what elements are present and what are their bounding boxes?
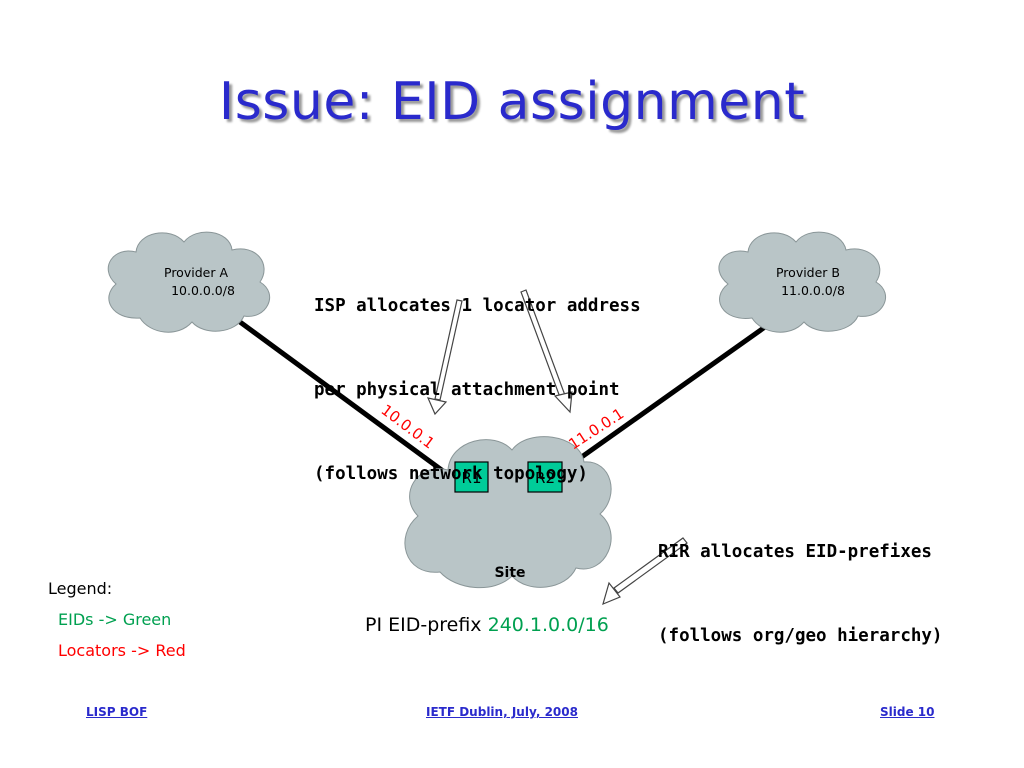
router-r2-label: R2	[535, 469, 555, 487]
legend-eids: EIDs -> Green	[58, 610, 172, 629]
router-r2: R2	[527, 461, 563, 493]
provider-b-cloud: Provider B 11.0.0.0/8	[718, 231, 887, 333]
pi-eid-prefix: PI EID-prefix 240.1.0.0/16	[365, 614, 609, 636]
pi-eid-prefix-label: PI EID-prefix	[365, 614, 482, 636]
router-r1-label: R1	[462, 469, 482, 487]
legend: Legend: EIDs -> Green Locators -> Red	[48, 573, 186, 666]
isp-annotation-line-1: ISP allocates 1 locator address	[314, 296, 641, 316]
rir-arrow	[602, 537, 688, 606]
pi-eid-prefix-value: 240.1.0.0/16	[487, 614, 609, 636]
footer-center: IETF Dublin, July, 2008	[426, 705, 578, 719]
footer-right: Slide 10	[880, 705, 935, 719]
provider-a-prefix: 10.0.0.0/8	[171, 283, 235, 298]
rir-annotation-line-1: RIR allocates EID-prefixes	[658, 542, 932, 562]
isp-arrow-right	[520, 289, 573, 414]
provider-a-name: Provider A	[164, 265, 228, 280]
isp-arrow-left	[426, 299, 463, 416]
isp-annotation: ISP allocates 1 locator address per phys…	[314, 236, 641, 516]
slide-title: Issue: EID assignment	[218, 72, 806, 132]
legend-title: Legend:	[48, 579, 113, 598]
legend-locators: Locators -> Red	[58, 641, 186, 660]
rir-annotation-line-2: (follows org/geo hierarchy)	[658, 626, 943, 646]
isp-annotation-line-2: per physical attachment point	[314, 380, 620, 400]
site-label: Site	[494, 565, 525, 581]
footer-left: LISP BOF	[86, 705, 148, 719]
provider-a-cloud: Provider A 10.0.0.0/8	[107, 231, 271, 333]
rir-annotation: RIR allocates EID-prefixes (follows org/…	[658, 482, 942, 678]
provider-b-prefix: 11.0.0.0/8	[781, 283, 845, 298]
link-provider-a-r1	[238, 319, 460, 485]
link-provider-b-r2	[550, 319, 774, 481]
isp-annotation-line-3: (follows network topology)	[314, 464, 588, 484]
router-r1: R1	[454, 461, 489, 493]
provider-b-name: Provider B	[776, 265, 840, 280]
